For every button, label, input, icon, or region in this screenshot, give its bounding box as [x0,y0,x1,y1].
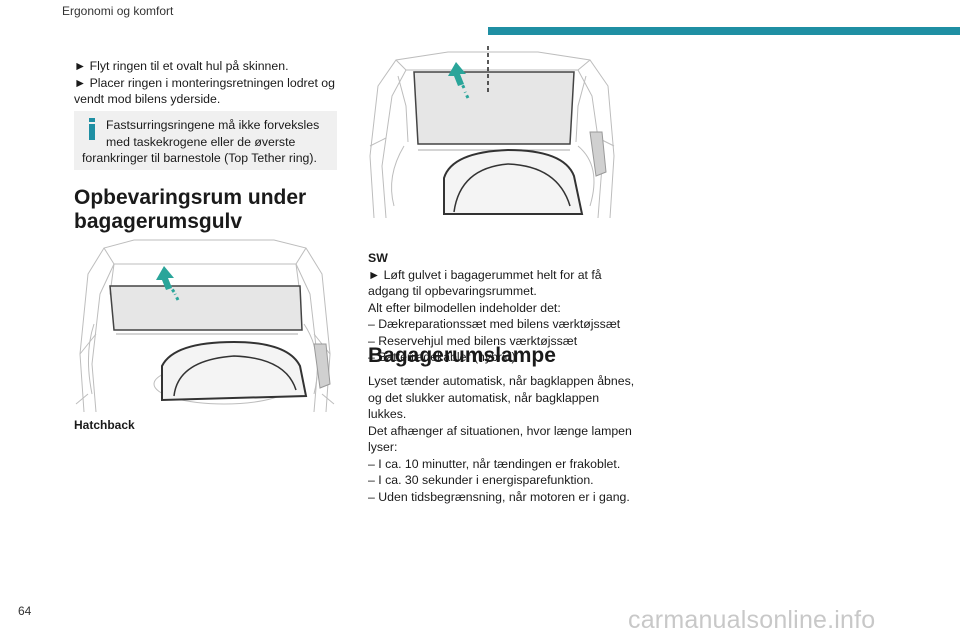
section-heading-storage: Opbevaringsrum under bagagerumsgulv [74,186,344,234]
lamp-item-1: – I ca. 10 minutter, når tændingen er fr… [368,456,621,471]
info-box [74,111,337,170]
caption-hatchback: Hatchback [74,418,135,432]
heading-line-2: bagagerumsgulv [74,210,243,233]
header-title: Ergonomi og komfort [62,4,174,18]
lamp-section: Lyset tænder automatisk, når bagklappen … [368,373,643,505]
sw-label: SW [368,251,388,265]
section-heading-lamp: Bagagerumslampe [368,344,556,367]
sw-item-3: – Batteriladekabler (hybrid) [368,350,516,364]
sw-line-3: Alt efter bilmodellen indeholder det: [368,300,561,315]
sw-item-1: – Dækreparationssæt med bilens værktøjss… [368,317,621,331]
sw-line-2: adgang til opbevaringsrummet. [368,284,537,298]
watermark: carmanualsonline.info [628,606,876,634]
lamp-p1-line-1: Lyset tænder automatisk, når bagklappen … [368,374,635,388]
lamp-p1-line-2: og det slukker automatisk, når bagklappe… [368,390,600,405]
hatchback-trunk-illustration [75,239,335,412]
bullet-2-line-2: vendt mod bilens yderside. [74,92,221,106]
sw-item-2: – Reservehjul med bilens værktøjssæt [368,333,578,348]
info-line-1: Fastsurringsringene må ikke forveksles [106,118,320,132]
page-number: 64 [18,604,32,618]
info-icon [89,118,95,140]
heading-line-1: Opbevaringsrum under [74,186,307,209]
info-line-2: med taskekrogene eller de øverste [106,134,296,149]
sw-section: SW ► Løft gulvet i bagagerummet helt for… [368,250,638,366]
bullet-2-line-1: ► Placer ringen i monteringsretningen lo… [74,75,335,90]
sw-trunk-illustration [369,46,615,218]
bullet-list: ► Flyt ringen til et ovalt hul på skinne… [74,58,344,108]
lamp-item-2: – I ca. 30 sekunder i energisparefunktio… [368,473,594,487]
header-accent-bar [488,27,960,35]
bullet-1: ► Flyt ringen til et ovalt hul på skinne… [74,59,289,73]
info-text: Fastsurringsringene må ikke forveksles m… [82,117,332,167]
lamp-p2-line-1: Det afhænger af situationen, hvor længe … [368,423,632,438]
lamp-p1-line-3: lukkes. [368,407,407,421]
lamp-p2-line-2: lyser: [368,440,398,454]
sw-line-1: ► Løft gulvet i bagagerummet helt for at… [368,267,602,282]
info-line-3: forankringer til barnestole (Top Tether … [82,151,317,165]
lamp-item-3: – Uden tidsbegrænsning, når motoren er i… [368,489,630,504]
